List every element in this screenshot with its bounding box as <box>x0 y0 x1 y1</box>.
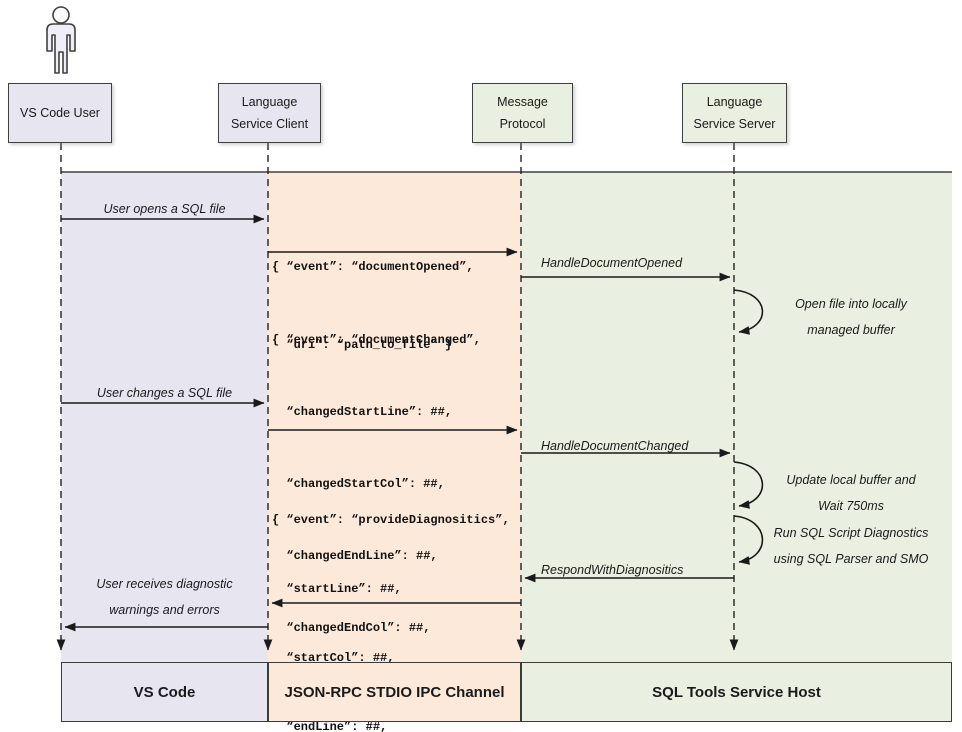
actor-label: Service Server <box>693 116 776 131</box>
payload-line: “startCol”: ##, <box>272 651 395 665</box>
note-line: using SQL Parser and SMO <box>773 552 929 566</box>
swimlane-vscode <box>61 172 268 662</box>
actor-box-message-protocol: Message Protocol <box>472 83 573 143</box>
note-line: Open file into locally <box>795 297 907 311</box>
payload-line: “changedStartCol”: ##, <box>272 477 445 491</box>
note-line: Run SQL Script Diagnostics <box>773 526 929 540</box>
actor-label: Service Client <box>230 116 309 131</box>
payload-line: “uri”: “path_to_file” } <box>272 338 453 352</box>
label-user-receives-diagnostics: User receives diagnostic warnings and er… <box>61 571 268 623</box>
swimlane-service-host <box>521 172 952 662</box>
label-handle-document-opened: HandleDocumentOpened <box>541 256 683 270</box>
note-update-buffer-wait: Update local buffer and Wait 750ms <box>765 467 937 519</box>
payload-provide-diagnostics: { “event”: “provideDiagnositics”, “start… <box>272 463 510 732</box>
actor-label: Message <box>497 94 548 109</box>
actor-box-language-service-client: Language Service Client <box>218 83 321 143</box>
label-line: warnings and errors <box>109 603 220 617</box>
actor-box-language-service-server: Language Service Server <box>682 83 787 143</box>
note-line: managed buffer <box>807 323 895 337</box>
footer-box-sql-tools-service-host: SQL Tools Service Host <box>521 662 952 722</box>
footer-box-json-rpc-channel: JSON-RPC STDIO IPC Channel <box>268 662 521 722</box>
payload-line: { “event”: “provideDiagnositics”, <box>272 513 510 527</box>
label-line: User receives diagnostic <box>96 577 233 591</box>
label-user-changes-sql-file: User changes a SQL file <box>96 386 233 400</box>
actor-label: Protocol <box>499 116 546 131</box>
swimlane-ipc-channel <box>268 172 521 662</box>
actor-label: Language <box>706 94 763 109</box>
payload-document-opened: { “event”: “documentOpened”, “uri”: “pat… <box>272 202 474 410</box>
actor-box-vscode-user: VS Code User <box>8 83 112 143</box>
footer-label: JSON-RPC STDIO IPC Channel <box>284 683 505 701</box>
label-user-opens-sql-file: User opens a SQL file <box>103 202 226 216</box>
note-line: Update local buffer and <box>786 473 916 487</box>
payload-line: “changedEndCol”: ##, <box>272 621 431 635</box>
payload-line: { “event”: “documentOpened”, <box>272 260 474 274</box>
label-handle-document-changed: HandleDocumentChanged <box>541 439 689 453</box>
payload-line: “endLine”: ##, <box>272 720 388 732</box>
payload-line: “startLine”: ##, <box>272 582 402 596</box>
payload-document-changed: { “event”: “documentChanged”, “changedSt… <box>272 280 502 732</box>
note-open-file-buffer: Open file into locally managed buffer <box>765 291 937 343</box>
footer-box-vscode: VS Code <box>61 662 268 722</box>
payload-line: “changedStartLine”: ##, <box>272 405 453 419</box>
payload-line: { “event”: “documentChanged”, <box>272 333 481 347</box>
footer-label: VS Code <box>133 683 196 701</box>
label-respond-with-diagnostics: RespondWithDiagnositics <box>541 563 684 577</box>
actor-label: VS Code User <box>20 105 100 120</box>
note-run-sql-diagnostics: Run SQL Script Diagnostics using SQL Par… <box>765 520 937 572</box>
person-icon <box>46 6 76 74</box>
payload-line: “changedEndLine”: ##, <box>272 549 438 563</box>
actor-label: Language <box>241 94 298 109</box>
note-line: Wait 750ms <box>818 499 884 513</box>
footer-label: SQL Tools Service Host <box>652 683 821 701</box>
